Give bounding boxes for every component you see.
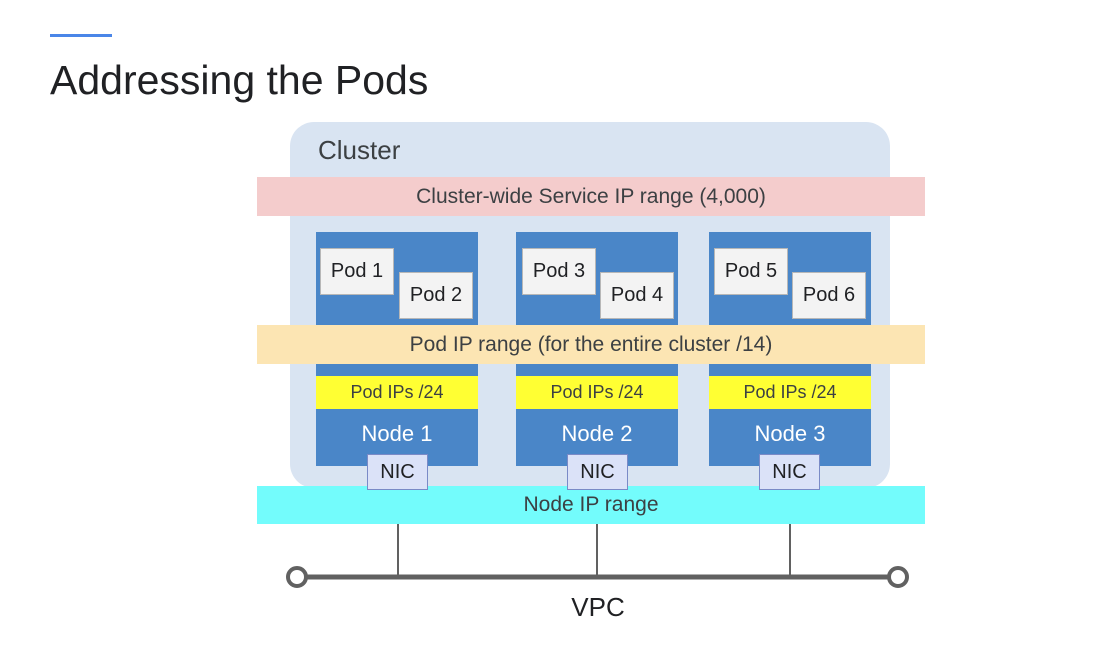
node-3-label: Node 3: [754, 421, 826, 446]
cluster-label: Cluster: [318, 135, 401, 165]
service-ip-range-band: Cluster-wide Service IP range (4,000): [257, 177, 925, 216]
node-2-label: Node 2: [561, 421, 633, 446]
node-1-nic: NIC: [367, 454, 428, 490]
node-3-pod-ips: Pod IPs /24: [709, 376, 871, 409]
vpc-left-endpoint-icon: [286, 566, 308, 588]
slide-title: Addressing the Pods: [50, 57, 429, 103]
pod-5: Pod 5: [714, 248, 788, 295]
vpc-label: VPC: [571, 592, 625, 622]
pod-4: Pod 4: [600, 272, 674, 319]
title-accent-line: [50, 34, 112, 37]
node-1-label: Node 1: [361, 421, 433, 446]
pod-1: Pod 1: [320, 248, 394, 295]
pod-ip-range-band: Pod IP range (for the entire cluster /14…: [257, 325, 925, 364]
pod-6: Pod 6: [792, 272, 866, 319]
node-3-nic: NIC: [759, 454, 820, 490]
node-ip-range-band: Node IP range: [257, 486, 925, 524]
node-2-nic: NIC: [567, 454, 628, 490]
pod-2: Pod 2: [399, 272, 473, 319]
pod-3: Pod 3: [522, 248, 596, 295]
node-1-pod-ips: Pod IPs /24: [316, 376, 478, 409]
vpc-right-endpoint-icon: [887, 566, 909, 588]
node-2-pod-ips: Pod IPs /24: [516, 376, 678, 409]
